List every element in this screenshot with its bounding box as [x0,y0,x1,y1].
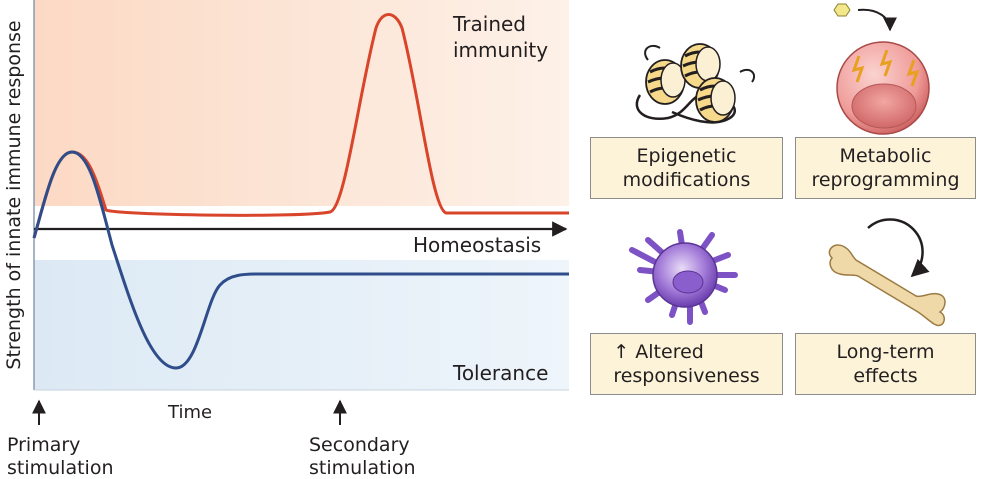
secondary-stimulation-label: Secondary [309,434,410,456]
primary-stimulation-label-2: stimulation [7,457,114,479]
epigenetic-modifications-box: Epigenetic modifications [590,137,783,199]
immune-cell-icon [629,229,738,325]
tolerance-label: Tolerance [452,361,548,385]
metabolic-label-1: Metabolic [839,145,932,167]
x-axis-label: Time [167,402,212,423]
nucleosome-icon [635,43,756,124]
altered-responsiveness-box: ↑ Altered responsiveness [590,333,783,395]
epigenetic-label-2: modifications [622,169,751,191]
trained-immunity-label-2: immunity [453,38,548,62]
primary-stimulation-label: Primary [7,434,80,456]
responsiveness-label-1: ↑ Altered [613,341,704,363]
epigenetic-label-1: Epigenetic [636,145,737,167]
cell-metabolism-icon [833,3,930,135]
metabolic-reprogramming-box: Metabolic reprogramming [795,137,976,199]
metabolic-label-2: reprogramming [811,169,960,191]
long-term-effects-box: Long-term effects [795,333,976,395]
bone-marrow-icon [828,218,946,327]
secondary-stimulation-label-2: stimulation [309,457,416,479]
long-term-label-1: Long-term [836,341,935,363]
responsiveness-label-2: responsiveness [613,365,760,387]
tolerance-curve [32,150,569,370]
trained-zone [34,0,569,206]
y-axis-label: Strength of innate immune response [3,20,25,369]
homeostasis-label: Homeostasis [413,233,541,257]
trained-immunity-label: Trained [452,12,526,36]
long-term-label-2: effects [853,365,918,387]
